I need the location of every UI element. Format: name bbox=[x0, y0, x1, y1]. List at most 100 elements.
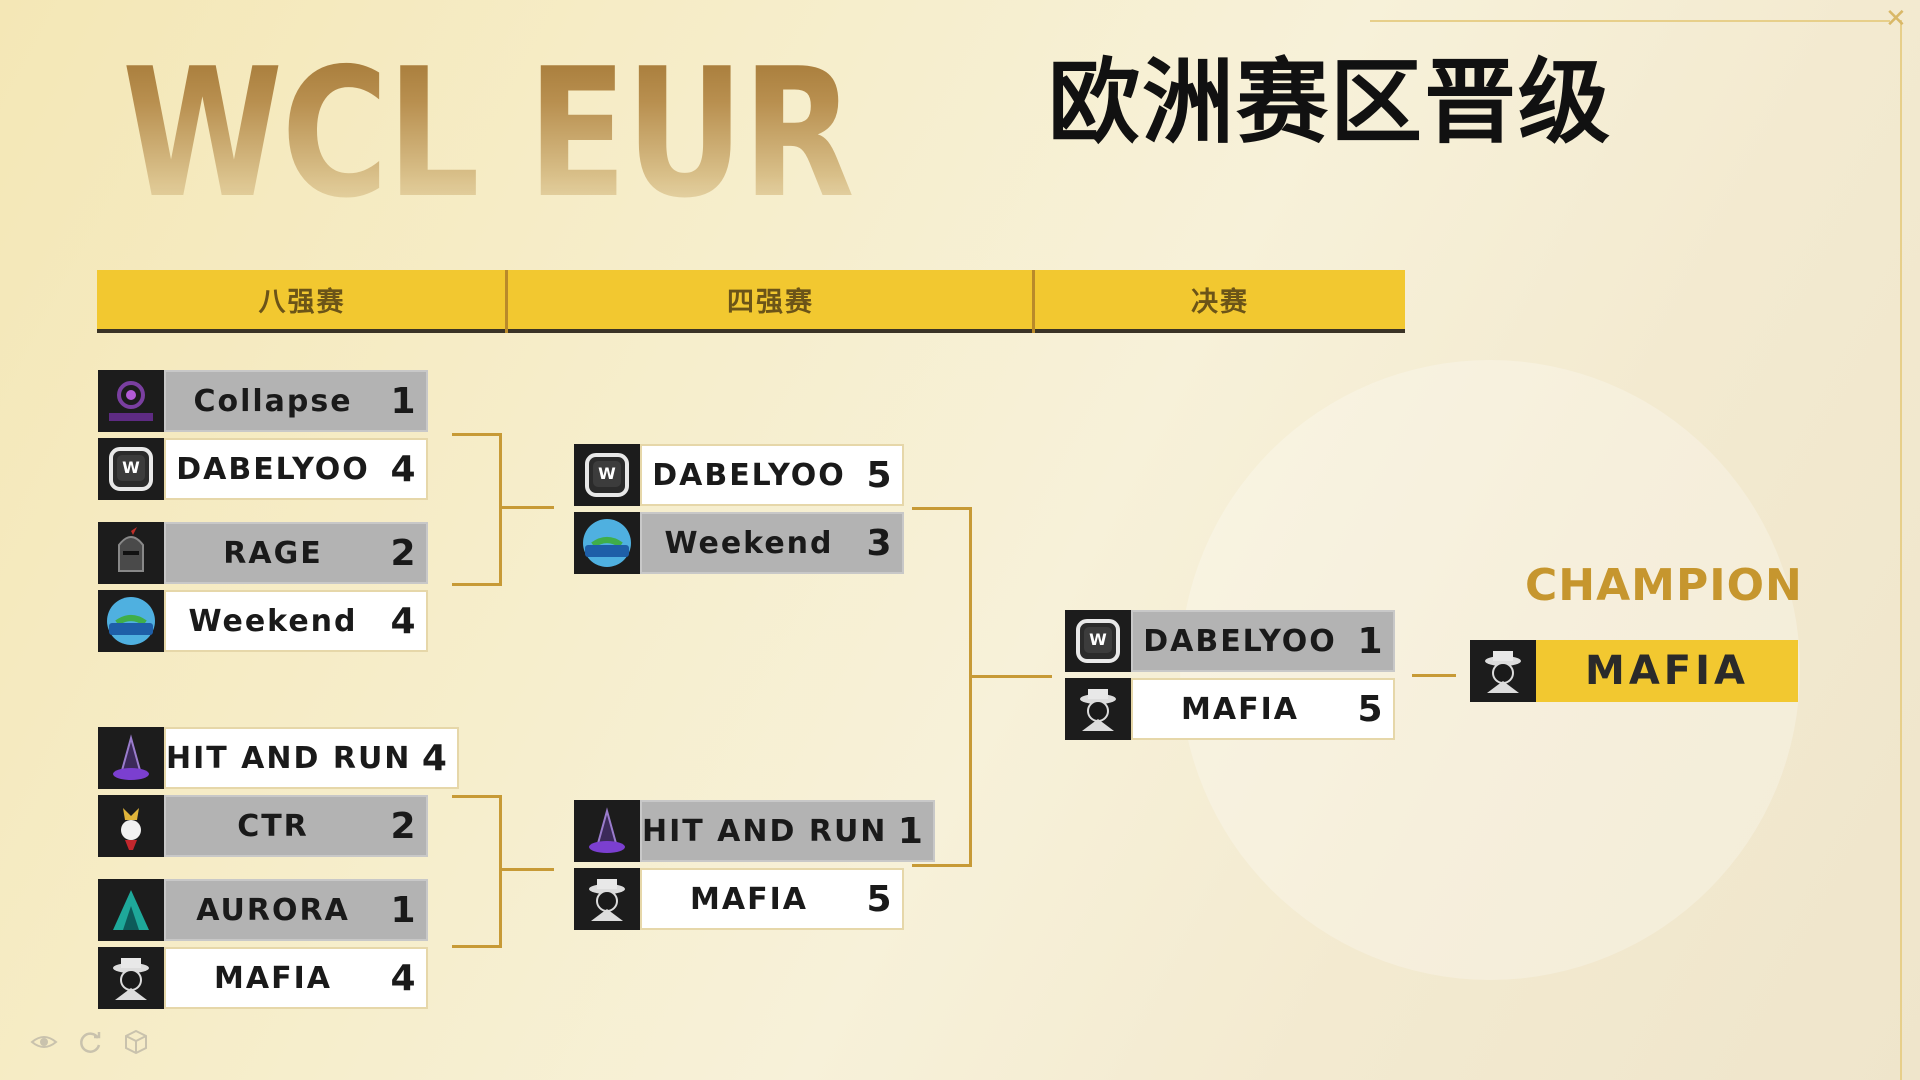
team-box: CTR 2 bbox=[164, 795, 428, 857]
team-row: W DABELYOO 1 bbox=[1065, 610, 1395, 672]
team-name: DABELYOO bbox=[176, 451, 370, 487]
stage-label: 四强赛 bbox=[727, 287, 814, 318]
team-name: MAFIA bbox=[214, 960, 332, 996]
team-name: CTR bbox=[237, 808, 309, 844]
team-box: Weekend 3 bbox=[640, 512, 904, 574]
svg-text:W: W bbox=[122, 458, 140, 477]
stage-final: 决赛 bbox=[1035, 270, 1405, 333]
team-score: 2 bbox=[390, 805, 416, 847]
knight-helmet-logo bbox=[98, 522, 164, 584]
team-name: RAGE bbox=[223, 535, 323, 571]
weekend-logo bbox=[98, 590, 164, 652]
team-name: Weekend bbox=[664, 525, 834, 561]
hit-and-run-logo bbox=[574, 800, 640, 862]
team-row: AURORA 1 bbox=[98, 879, 428, 941]
team-name: HIT AND RUN bbox=[642, 813, 888, 849]
team-box: MAFIA 4 bbox=[164, 947, 428, 1009]
team-row: Weekend 3 bbox=[574, 512, 904, 574]
stage-quarterfinal: 八强赛 bbox=[97, 270, 507, 333]
bracket-connector bbox=[1412, 674, 1456, 677]
team-row: MAFIA 4 bbox=[98, 947, 428, 1009]
decorative-line-top bbox=[1370, 20, 1890, 22]
team-name: MAFIA bbox=[1181, 691, 1299, 727]
stage-divider bbox=[1032, 270, 1035, 333]
team-name: AURORA bbox=[196, 892, 350, 928]
bracket-connector bbox=[502, 506, 554, 509]
team-score: 1 bbox=[390, 380, 416, 422]
w-key-logo: W bbox=[98, 438, 164, 500]
team-box: DABELYOO 4 bbox=[164, 438, 428, 500]
team-box: Collapse 1 bbox=[164, 370, 428, 432]
champion-name: MAFIA bbox=[1585, 648, 1749, 694]
stage-divider bbox=[505, 270, 508, 333]
svg-text:W: W bbox=[598, 464, 616, 483]
team-score: 5 bbox=[866, 878, 892, 920]
team-row: RAGE 2 bbox=[98, 522, 428, 584]
w-key-logo: W bbox=[574, 444, 640, 506]
bracket-connector bbox=[502, 868, 554, 871]
team-name: Collapse bbox=[193, 383, 353, 419]
collapse-logo bbox=[98, 370, 164, 432]
team-score: 5 bbox=[866, 454, 892, 496]
team-row: MAFIA 5 bbox=[574, 868, 904, 930]
team-box: RAGE 2 bbox=[164, 522, 428, 584]
team-score: 1 bbox=[390, 889, 416, 931]
bracket-connector bbox=[452, 433, 502, 586]
mafia-logo bbox=[98, 947, 164, 1009]
team-row: W DABELYOO 4 bbox=[98, 438, 428, 500]
team-score: 4 bbox=[421, 737, 447, 779]
bracket-connector bbox=[972, 675, 1052, 678]
team-score: 5 bbox=[1357, 688, 1383, 730]
team-score: 4 bbox=[390, 448, 416, 490]
mafia-logo bbox=[1065, 678, 1131, 740]
mafia-logo bbox=[1470, 640, 1536, 702]
team-name: Weekend bbox=[188, 603, 358, 639]
title-chinese: 欧洲赛区晋级 bbox=[1048, 49, 1613, 156]
team-box: DABELYOO 1 bbox=[1131, 610, 1395, 672]
stage-label: 决赛 bbox=[1191, 287, 1249, 318]
hit-and-run-logo bbox=[98, 727, 164, 789]
team-box: MAFIA 5 bbox=[640, 868, 904, 930]
team-row: Weekend 4 bbox=[98, 590, 428, 652]
decorative-line-right bbox=[1900, 20, 1902, 1080]
team-box: Weekend 4 bbox=[164, 590, 428, 652]
title-latin: WCL EUROPE bbox=[122, 26, 1181, 241]
ctr-lion-logo bbox=[98, 795, 164, 857]
weekend-logo bbox=[574, 512, 640, 574]
corner-star-icon: ✕ bbox=[1885, 4, 1907, 34]
team-name: MAFIA bbox=[690, 881, 808, 917]
team-name: DABELYOO bbox=[652, 457, 846, 493]
team-score: 4 bbox=[390, 600, 416, 642]
team-box: AURORA 1 bbox=[164, 879, 428, 941]
stage-semifinal: 四强赛 bbox=[508, 270, 1033, 333]
team-box: MAFIA 5 bbox=[1131, 678, 1395, 740]
aurora-logo bbox=[98, 879, 164, 941]
footer-toolbar bbox=[30, 1028, 150, 1060]
team-row: W DABELYOO 5 bbox=[574, 444, 904, 506]
champion-box: MAFIA bbox=[1536, 640, 1798, 702]
mafia-logo bbox=[574, 868, 640, 930]
team-row: CTR 2 bbox=[98, 795, 428, 857]
bracket-connector bbox=[912, 507, 972, 867]
champion-row: MAFIA bbox=[1470, 640, 1798, 702]
team-score: 3 bbox=[866, 522, 892, 564]
team-score: 1 bbox=[1357, 620, 1383, 662]
team-row: Collapse 1 bbox=[98, 370, 428, 432]
refresh-icon[interactable] bbox=[76, 1028, 104, 1060]
team-score: 2 bbox=[390, 532, 416, 574]
bracket-connector bbox=[452, 795, 502, 948]
svg-text:W: W bbox=[1089, 630, 1107, 649]
team-name: HIT AND RUN bbox=[166, 740, 412, 776]
champion-label: CHAMPION bbox=[1525, 560, 1803, 611]
team-score: 4 bbox=[390, 957, 416, 999]
team-name: DABELYOO bbox=[1143, 623, 1337, 659]
team-row: MAFIA 5 bbox=[1065, 678, 1395, 740]
eye-icon[interactable] bbox=[30, 1028, 58, 1060]
cube-icon[interactable] bbox=[122, 1028, 150, 1060]
w-key-logo: W bbox=[1065, 610, 1131, 672]
team-box: DABELYOO 5 bbox=[640, 444, 904, 506]
